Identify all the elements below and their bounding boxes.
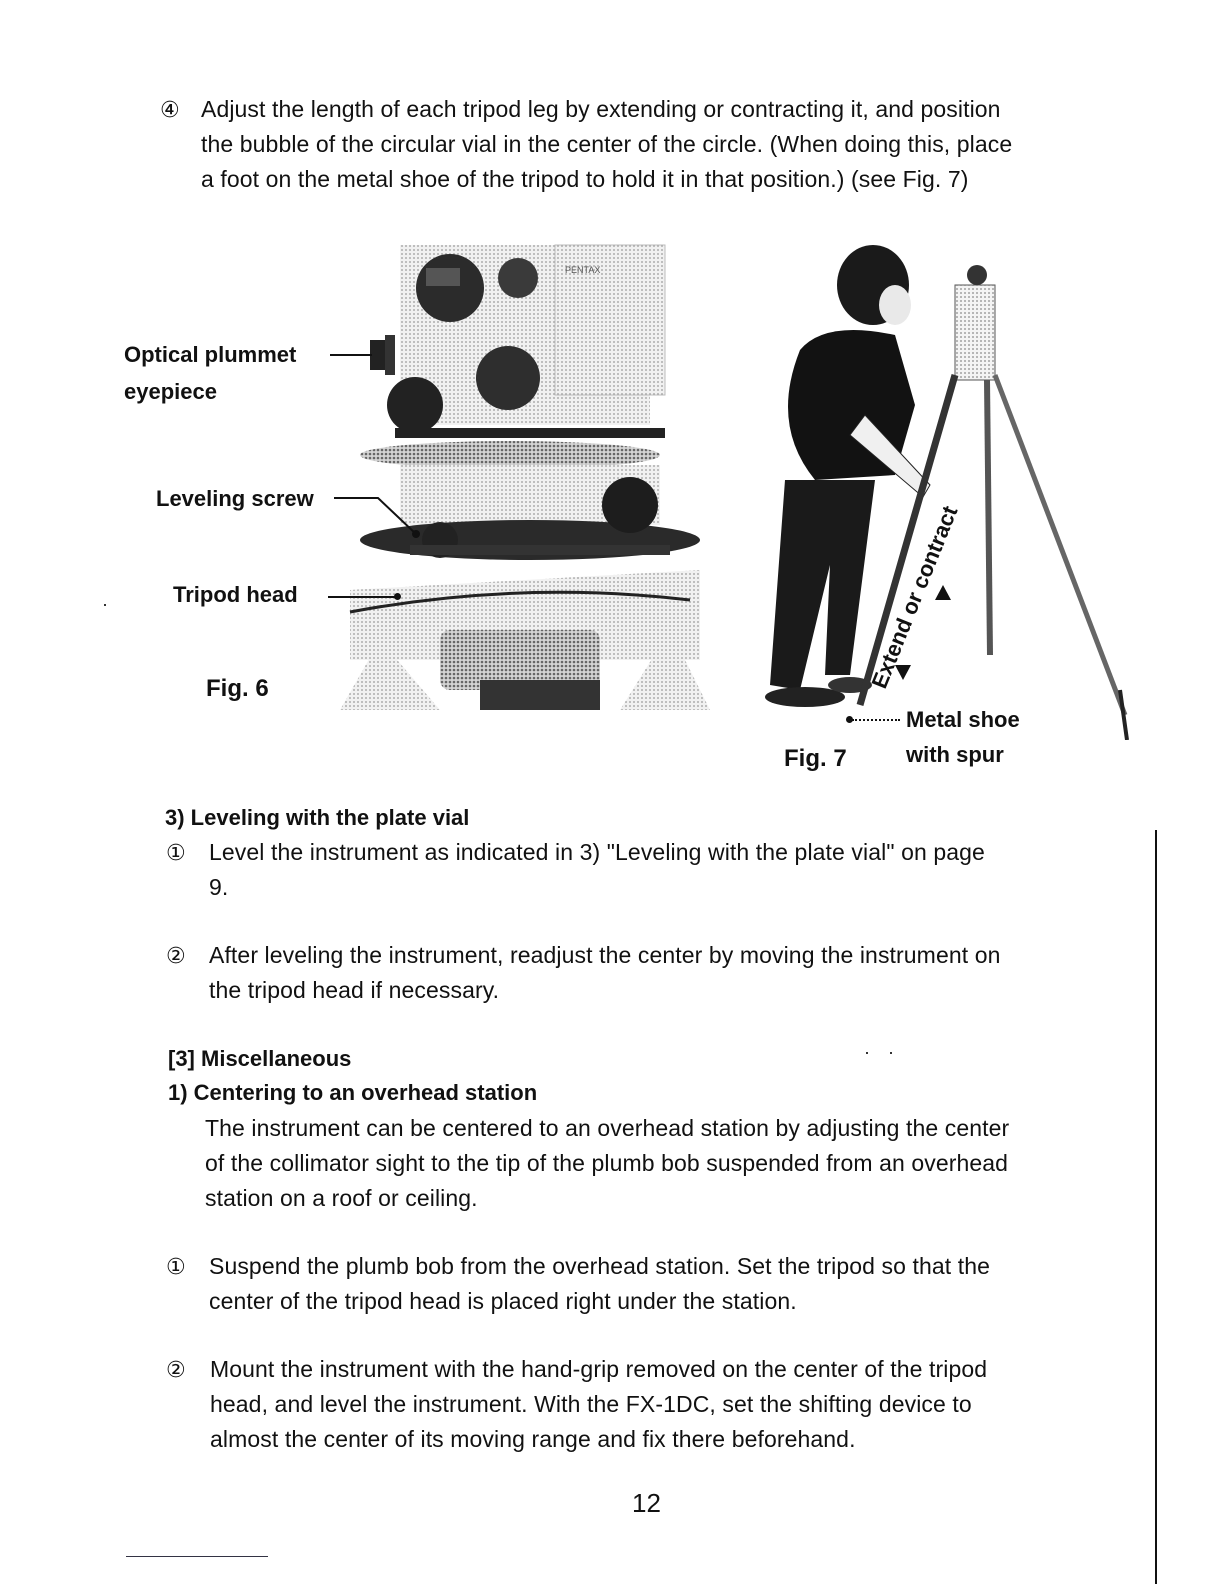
leveling-item1-text: Level the instrument as indicated in 3) … — [209, 835, 1144, 905]
step4-line-1: Adjust the length of each tripod leg by … — [201, 96, 1001, 122]
section-misc-heading: [3] Miscellaneous — [168, 1046, 352, 1071]
leveling-item2-line-2: the tripod head if necessary. — [209, 977, 500, 1003]
misc-item2-text: Mount the instrument with the hand-grip … — [210, 1352, 1150, 1457]
leveling-item2-text: After leveling the instrument, readjust … — [209, 938, 1149, 1008]
misc-intro-text: The instrument can be centered to an ove… — [205, 1111, 1145, 1216]
misc-item1-marker: ① — [166, 1254, 186, 1279]
label-with-spur: with spur — [906, 742, 1004, 767]
step4-marker: ④ — [160, 97, 180, 122]
fig6-instrument-photo: PENTAX — [340, 244, 710, 710]
page-number: 12 — [632, 1488, 661, 1518]
leveling-item1-line-1: Level the instrument as indicated in 3) … — [209, 839, 985, 865]
section-leveling-heading: 3) Leveling with the plate vial — [165, 805, 470, 830]
misc-item1-line-1: Suspend the plumb bob from the overhead … — [209, 1253, 991, 1279]
leveling-item1-line-2: 9. — [209, 874, 229, 900]
label-optical-plummet: Optical plummet — [124, 342, 297, 367]
misc-item1-text: Suspend the plumb bob from the overhead … — [209, 1249, 1149, 1319]
label-tripod-head: Tripod head — [173, 582, 298, 607]
misc-item2-line-1: Mount the instrument with the hand-grip … — [210, 1356, 988, 1382]
leader-metal-shoe-dot — [846, 716, 853, 723]
fig7-caption: Fig. 7 — [784, 745, 847, 772]
fig7-person-tripod-photo: Extend or contract — [765, 245, 1129, 740]
step4-line-3: a foot on the metal shoe of the tripod t… — [201, 166, 969, 192]
leveling-item2-marker: ② — [166, 943, 186, 968]
step4-line-2: the bubble of the circular vial in the c… — [201, 131, 1013, 157]
right-margin-rule — [1155, 830, 1157, 1584]
misc-item2-marker: ② — [166, 1357, 186, 1382]
label-leveling-screw: Leveling screw — [156, 486, 314, 511]
leader-tripod-head-dot — [394, 593, 401, 600]
stray-mark — [890, 1052, 892, 1054]
stray-mark — [104, 604, 106, 606]
stray-mark — [866, 1052, 868, 1054]
fig6-caption: Fig. 6 — [206, 675, 269, 702]
misc-intro-line-3: station on a roof or ceiling. — [205, 1185, 478, 1211]
fig6-figure: PENTAX — [120, 240, 720, 710]
fig6-brand-text: PENTAX — [565, 265, 600, 275]
label-metal-shoe: Metal shoe — [906, 707, 1020, 732]
leveling-item1-marker: ① — [166, 840, 186, 865]
leader-metal-shoe — [852, 719, 900, 721]
misc-item2-line-2: head, and level the instrument. With the… — [210, 1391, 972, 1417]
label-eyepiece: eyepiece — [124, 379, 217, 404]
step4-text: Adjust the length of each tripod leg by … — [201, 92, 1141, 197]
section-misc-subheading: 1) Centering to an overhead station — [168, 1080, 538, 1105]
misc-intro-line-1: The instrument can be centered to an ove… — [205, 1115, 1010, 1141]
misc-intro-line-2: of the collimator sight to the tip of th… — [205, 1150, 1009, 1176]
misc-item2-line-3: almost the center of its moving range an… — [210, 1426, 856, 1452]
bottom-left-rule — [126, 1556, 268, 1557]
leader-optical-plummet — [330, 354, 372, 356]
leader-leveling-screw — [334, 497, 420, 538]
leveling-item2-line-1: After leveling the instrument, readjust … — [209, 942, 1001, 968]
misc-item1-line-2: center of the tripod head is placed righ… — [209, 1288, 797, 1314]
leader-tripod-head — [328, 596, 396, 598]
